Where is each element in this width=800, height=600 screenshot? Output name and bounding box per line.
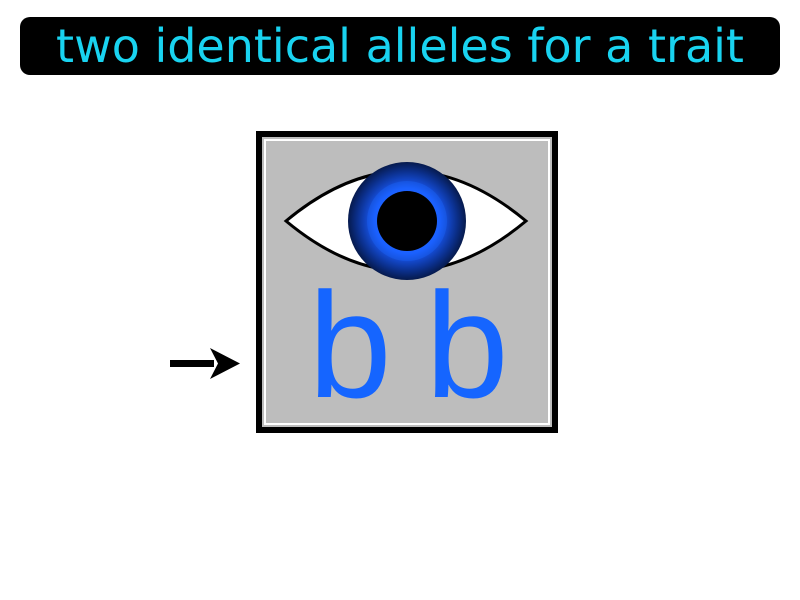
title-banner: two identical alleles for a trait [20, 17, 780, 75]
eye-icon [283, 162, 529, 280]
pupil [377, 191, 437, 251]
allele-figure: b b [256, 131, 558, 433]
allele-letter-2: b [425, 261, 508, 429]
allele-letter-1: b [308, 261, 391, 429]
title-text: two identical alleles for a trait [56, 19, 744, 73]
arrow-right-icon [170, 344, 242, 384]
